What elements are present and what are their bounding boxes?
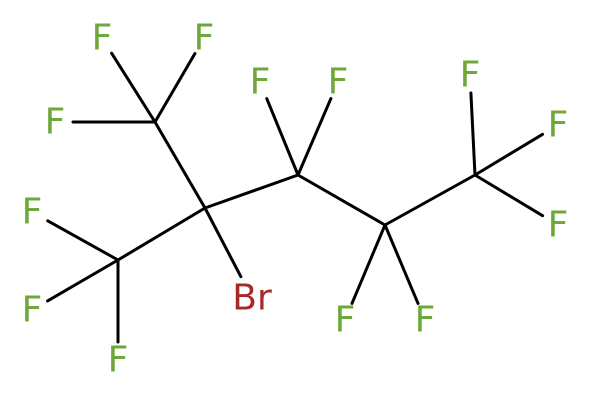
bond-c1-c2 [153,120,207,210]
bond-c3-f5 [46,258,120,303]
atom-label-f9: F [335,300,356,341]
bond-c5-f10 [383,223,420,305]
bond-c4-f8 [296,97,333,177]
atom-label-f6: F [108,340,129,381]
bond-c6-f13 [473,173,545,218]
bond-c2-c3 [116,206,207,262]
atom-label-f4: F [22,192,43,233]
bond-c5-c6 [383,173,477,227]
bond-c6-f11 [469,91,477,177]
bond-c2-br [203,206,243,279]
atom-label-f10: F [415,300,436,341]
atom-label-f3: F [45,102,66,143]
bond-c5-f9 [350,223,387,305]
atom-label-f7: F [250,62,271,103]
bond-c4-f7 [265,97,300,177]
atom-label-f2: F [194,18,215,59]
atom-label-f5: F [22,290,43,331]
atom-label-f8: F [328,62,349,103]
bond-c6-f12 [473,132,545,177]
bond-layer [46,51,545,344]
bond-c4-c5 [296,173,387,227]
atom-label-f12: F [548,105,569,146]
bond-c2-c4 [203,173,300,210]
atom-label-f11: F [460,55,481,96]
bond-c3-f4 [46,219,120,262]
atom-label-f1: F [92,18,113,59]
atom-label-f13: F [548,205,569,246]
atom-label-br: Br [232,278,272,319]
bond-c1-f2 [153,52,197,124]
bond-c1-f1 [110,51,157,124]
